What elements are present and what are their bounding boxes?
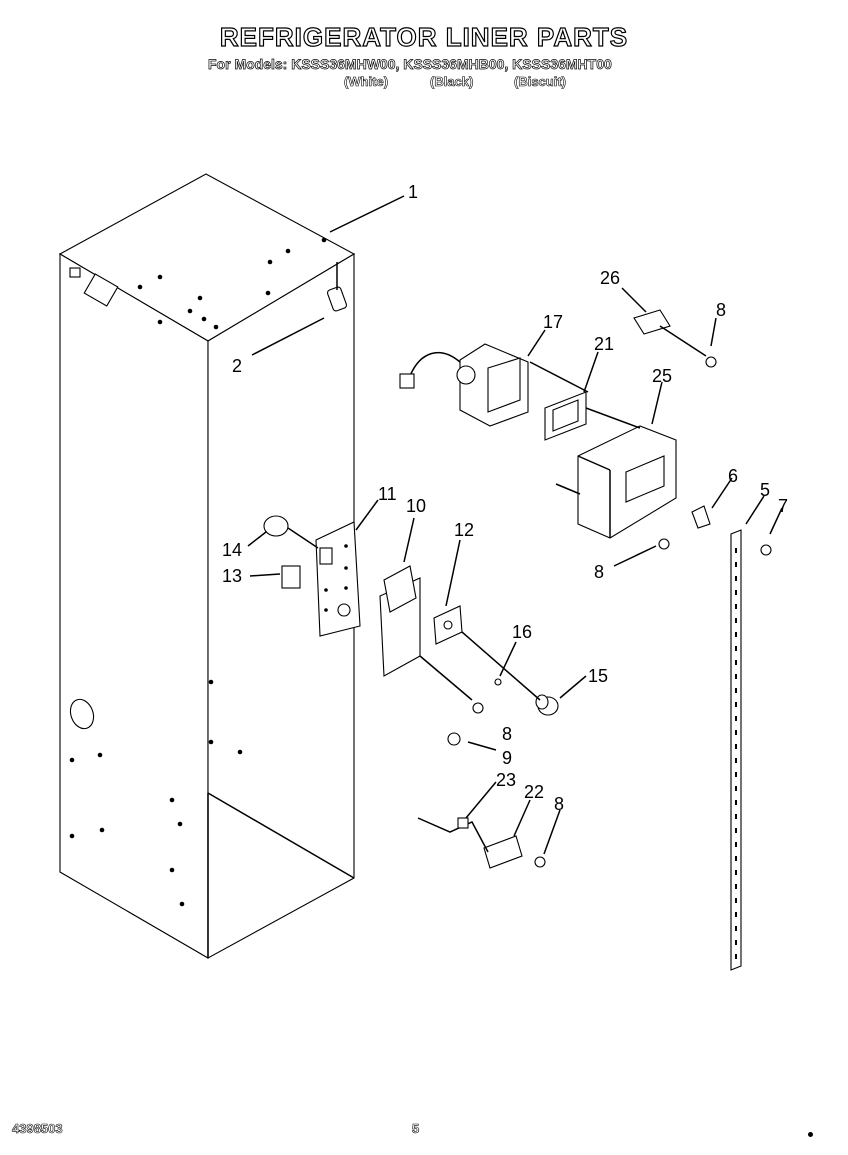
strip-slot	[735, 786, 737, 791]
callout-6: 6	[728, 466, 738, 486]
part-17-control	[399, 343, 529, 427]
strip-slot	[735, 856, 737, 861]
strip-slot	[735, 842, 737, 847]
strip-slot	[735, 940, 737, 945]
callout-7: 7	[778, 496, 788, 516]
model-list: For Models: KSSS36MHW00, KSSS36MHB00, KS…	[208, 56, 612, 73]
strip-slot	[735, 688, 737, 693]
part-10-plate	[379, 565, 421, 677]
corner-dot	[808, 1132, 813, 1137]
callout-12: 12	[454, 520, 474, 540]
callout-14: 14	[222, 540, 242, 560]
strip-slot	[735, 758, 737, 763]
callout-21: 21	[594, 334, 614, 354]
callout-22: 22	[524, 782, 544, 802]
part-5-strip	[730, 529, 742, 971]
strip-slot	[735, 646, 737, 651]
part-15-button	[535, 694, 559, 716]
callout-1: 1	[408, 182, 418, 202]
part-12-plate	[433, 605, 463, 645]
callout-16: 16	[512, 622, 532, 642]
callout-23: 23	[496, 770, 516, 790]
strip-slot	[735, 912, 737, 917]
callout-2: 2	[232, 356, 242, 376]
strip-slot	[735, 884, 737, 889]
callout-13: 13	[222, 566, 242, 586]
callout-8-lower: 8	[502, 724, 512, 744]
strip-slot	[735, 660, 737, 665]
callout-26: 26	[600, 268, 620, 288]
strip-slot	[735, 702, 737, 707]
strip-slot	[735, 604, 737, 609]
callout-10: 10	[406, 496, 426, 516]
strip-slot	[735, 632, 737, 637]
variant-white: (White)	[344, 74, 389, 90]
callout-9: 9	[502, 748, 512, 768]
part-6-clip	[691, 505, 711, 529]
part-11-bracket	[315, 521, 361, 637]
strip-slot	[735, 926, 737, 931]
strip-slot	[735, 898, 737, 903]
strip-slot	[735, 590, 737, 595]
strip-slot	[735, 772, 737, 777]
strip-slot	[735, 828, 737, 833]
strip-slot	[735, 744, 737, 749]
strip-slot	[735, 674, 737, 679]
callout-8-top: 8	[716, 300, 726, 320]
variant-biscuit: (Biscuit)	[514, 74, 567, 90]
callout-11: 11	[378, 484, 397, 504]
part-25-cover	[577, 425, 677, 539]
part-13-label	[281, 565, 301, 589]
callout-5: 5	[760, 480, 770, 500]
callout-15: 15	[588, 666, 608, 686]
strip-slot	[735, 814, 737, 819]
strip-slot	[735, 716, 737, 721]
strip-slot	[735, 730, 737, 735]
callout-8-mid: 8	[594, 562, 604, 582]
part-23-wire	[417, 817, 489, 853]
part-2-socket	[326, 262, 348, 312]
page-number: 5	[412, 1121, 420, 1137]
part-26-clip	[633, 309, 671, 335]
strip-slot	[735, 870, 737, 875]
strip-slot	[735, 562, 737, 567]
part-22-switch	[483, 835, 523, 869]
callout-17: 17	[543, 312, 563, 332]
callout-8-bottom: 8	[554, 794, 564, 814]
strip-slot	[735, 548, 737, 553]
leader-lines	[247, 195, 783, 855]
screw-parts	[447, 356, 772, 868]
page-title: REFRIGERATOR LINER PARTS	[219, 21, 629, 52]
variant-black: (Black)	[430, 74, 474, 90]
strip-slot	[735, 576, 737, 581]
liner-cabinet	[58, 173, 356, 959]
part-14-knob	[263, 515, 289, 537]
document-number: 4398503	[12, 1121, 63, 1137]
strip-slot	[735, 800, 737, 805]
callout-labels: 1 2 26 8 17 21 25 6 5 7 8 11 10 12 14 13…	[222, 182, 788, 814]
strip-slot	[735, 618, 737, 623]
callout-25: 25	[652, 366, 672, 386]
strip-slot	[735, 954, 737, 959]
part-21-frame	[544, 391, 587, 441]
